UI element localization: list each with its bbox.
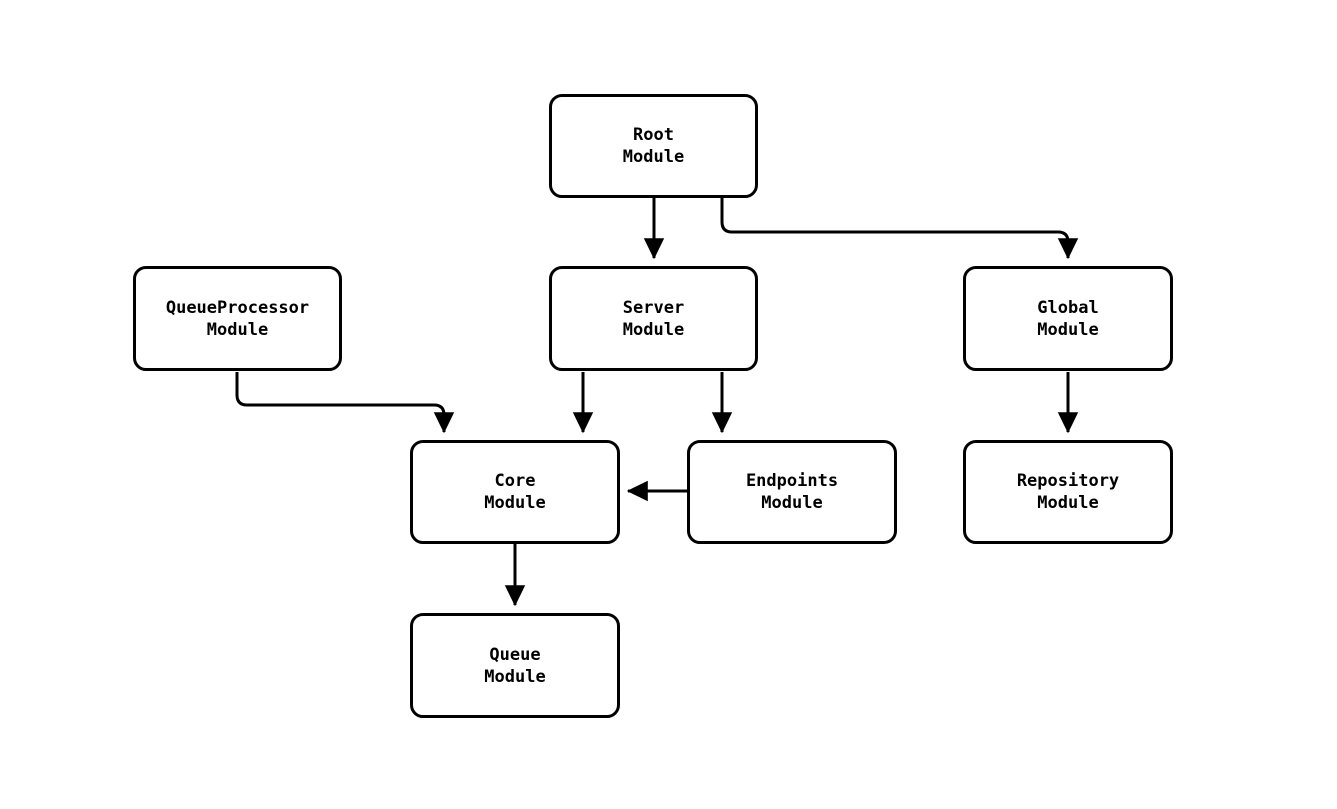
node-queue-module-label-line1: Queue (489, 644, 541, 665)
node-repository-module-label-line1: Repository (1016, 471, 1120, 491)
node-global-module-label-line1: Global (1037, 297, 1099, 318)
edge-queueprocessor-to-core (235, 372, 455, 434)
node-core-module-label-line1: Core (494, 471, 536, 491)
node-repository-module[interactable]: Repository Module (963, 440, 1173, 544)
node-server-module[interactable]: Server Module (549, 266, 758, 371)
node-endpoints-module-label-line2: Module (761, 493, 823, 513)
node-queue-module[interactable]: Queue Module (410, 613, 620, 718)
node-global-module-label-line2: Module (1037, 319, 1099, 340)
node-global-module[interactable]: Global Module (963, 266, 1173, 371)
node-server-module-label-line2: Module (622, 319, 685, 340)
node-queueprocessor-module-label-line2: Module (206, 319, 269, 340)
edge-root-to-global (720, 198, 1079, 260)
node-endpoints-module[interactable]: Endpoints Module (687, 440, 897, 544)
node-root-module-label-line1: Root (633, 125, 674, 145)
node-core-module[interactable]: Core Module (410, 440, 620, 544)
node-endpoints-module-label-line1: Endpoints (745, 471, 839, 491)
node-repository-module-label-line2: Module (1037, 493, 1099, 513)
node-core-module-label-line2: Module (484, 493, 546, 513)
node-queueprocessor-module-label-line1: QueueProcessor (165, 297, 310, 318)
node-queueprocessor-module[interactable]: QueueProcessor Module (133, 266, 342, 371)
node-root-module-label-line2: Module (622, 147, 685, 167)
node-root-module[interactable]: Root Module (549, 94, 758, 198)
node-server-module-label-line1: Server (622, 297, 685, 318)
node-queue-module-label-line2: Module (484, 666, 546, 687)
